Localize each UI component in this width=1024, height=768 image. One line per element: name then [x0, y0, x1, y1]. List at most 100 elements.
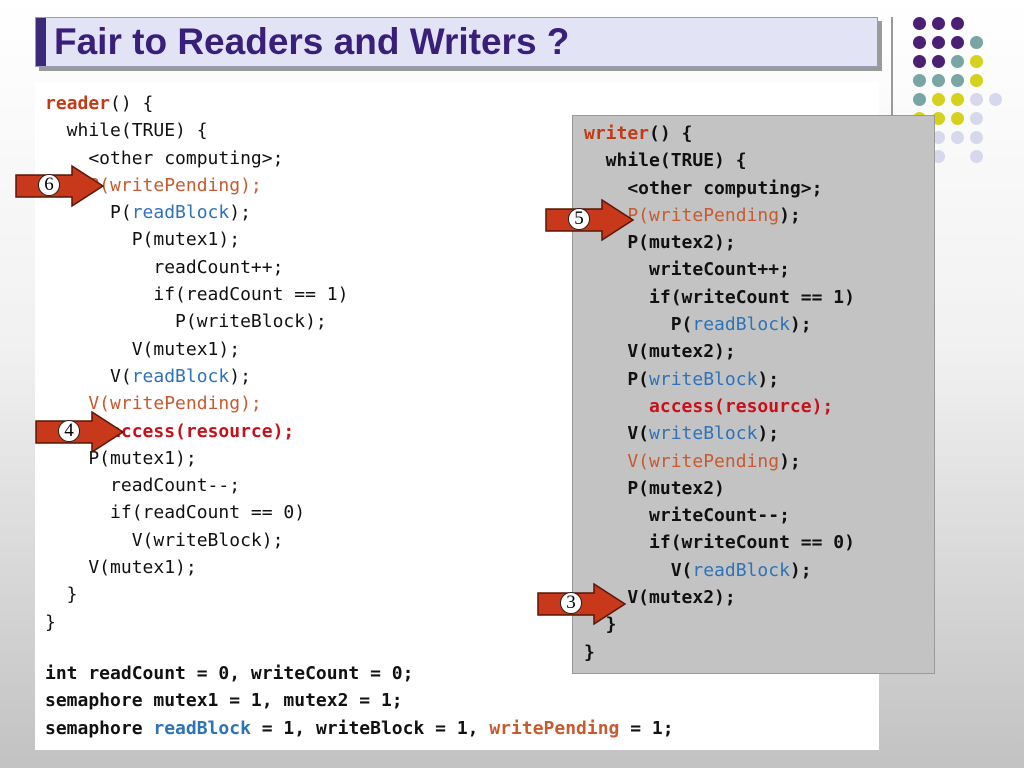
decorative-dot — [913, 36, 926, 49]
code-line: <other computing>; — [584, 177, 823, 199]
code-line: P(readBlock); — [45, 202, 251, 223]
marker-6: 6 — [14, 164, 106, 208]
code-fragment: ); — [757, 368, 780, 390]
code-indent — [584, 396, 649, 417]
code-line: P(mutex1); — [45, 447, 197, 469]
title-bar: Fair to Readers and Writers ? — [35, 17, 878, 67]
code-line: writeCount++; — [584, 259, 790, 281]
code-line: V(writeBlock); — [45, 529, 284, 551]
code-line: } — [45, 611, 56, 633]
writer-function-name: writer — [584, 123, 650, 144]
code-fragment: P( — [45, 202, 132, 224]
code-fragment: P( — [584, 314, 693, 336]
semaphore-write-pending: writePending — [110, 393, 241, 415]
marker-number: 4 — [58, 420, 80, 442]
code-fragment: ); — [779, 204, 801, 226]
decorative-dot — [913, 17, 926, 30]
code-line: if(readCount == 0) — [45, 502, 306, 524]
code-line: if(writeCount == 0) — [584, 532, 855, 554]
right-arrow-icon — [35, 410, 125, 454]
decorative-dot — [970, 36, 983, 49]
marker-5: 5 — [544, 198, 636, 242]
right-arrow-icon — [545, 198, 635, 242]
code-line: V(readBlock); — [584, 560, 812, 581]
decorative-dot — [932, 36, 945, 49]
decorative-dot — [970, 131, 983, 144]
decorative-dot — [913, 74, 926, 87]
code-line: V(writeBlock); — [584, 423, 779, 444]
decorative-dot — [913, 93, 926, 106]
code-fragment: ); — [779, 450, 801, 472]
decorative-dot — [970, 93, 983, 106]
marker-number: 5 — [568, 208, 590, 230]
code-line: () { — [649, 123, 693, 144]
writer-code-panel: writer() { while(TRUE) { <other computin… — [572, 115, 935, 674]
code-fragment: ); — [229, 365, 251, 387]
code-fragment: V( — [45, 393, 111, 415]
decorative-dot — [932, 131, 945, 144]
code-line: readCount++; — [45, 256, 284, 278]
decorative-dot — [970, 150, 983, 163]
code-line: P(mutex1); — [45, 229, 241, 251]
code-fragment: ); — [240, 393, 262, 415]
semaphore-write-block: writeBlock — [649, 368, 758, 390]
decorative-dot — [951, 74, 964, 87]
code-fragment: ); — [229, 202, 251, 224]
marker-number: 3 — [560, 592, 582, 614]
code-fragment: ); — [240, 174, 262, 196]
marker-number: 6 — [38, 174, 60, 196]
declaration-line: semaphore mutex1 = 1, mutex2 = 1; — [45, 690, 403, 712]
divider-line — [891, 17, 893, 157]
code-line: } — [584, 614, 617, 636]
code-fragment: = 1, writeBlock = 1, — [250, 717, 490, 739]
code-line: access(resource); — [584, 396, 833, 417]
access-resource-call: access(resource); — [649, 395, 834, 417]
decorative-dot — [932, 112, 945, 125]
decorative-dot — [932, 93, 945, 106]
slide-title: Fair to Readers and Writers ? — [54, 21, 570, 62]
code-line: access(resource); — [45, 421, 294, 442]
code-fragment: V( — [584, 559, 693, 581]
code-line: V(writePending); — [45, 393, 262, 415]
reader-function-name: reader — [45, 93, 111, 114]
marker-3: 3 — [536, 582, 628, 626]
declarations-block: int readCount = 0, writeCount = 0; semap… — [45, 660, 674, 742]
code-fragment: P( — [584, 368, 650, 390]
code-line: while(TRUE) { — [584, 150, 747, 172]
declaration-line: semaphore readBlock = 1, writeBlock = 1,… — [45, 718, 674, 739]
decorative-dot — [951, 112, 964, 125]
semaphore-write-pending: writePending — [649, 204, 780, 226]
code-line: <other computing>; — [45, 147, 284, 169]
code-fragment: ); — [789, 314, 812, 336]
reader-code-block: reader() { while(TRUE) { <other computin… — [45, 90, 348, 636]
decorative-dot — [932, 55, 945, 68]
code-fragment: V( — [584, 423, 650, 445]
code-line: P(readBlock); — [584, 314, 812, 335]
decorative-dot — [913, 55, 926, 68]
decorative-dot — [970, 112, 983, 125]
code-line: V(mutex2); — [584, 587, 736, 609]
code-line: writeCount--; — [584, 505, 790, 527]
code-line: } — [45, 584, 78, 606]
code-fragment: V( — [45, 365, 132, 387]
access-resource-call: access(resource); — [110, 420, 295, 442]
code-line: P(mutex2) — [584, 477, 725, 499]
decorative-dot — [932, 17, 945, 30]
decorative-dot — [932, 74, 945, 87]
marker-4: 4 — [34, 410, 126, 454]
code-fragment: semaphore — [45, 717, 154, 739]
decorative-dot — [951, 93, 964, 106]
code-line: } — [584, 641, 595, 663]
decorative-dot — [951, 36, 964, 49]
code-line: if(writeCount == 1) — [584, 286, 855, 308]
semaphore-read-block: readBlock — [692, 314, 790, 336]
code-line: readCount--; — [45, 475, 241, 497]
right-arrow-icon — [537, 582, 627, 626]
code-line: while(TRUE) { — [45, 120, 208, 142]
decorative-dot — [970, 74, 983, 87]
code-line: V(writePending); — [584, 450, 801, 472]
writer-code-block: writer() { while(TRUE) { <other computin… — [584, 120, 855, 666]
code-line: P(writeBlock); — [584, 369, 779, 390]
semaphore-read-block: readBlock — [131, 365, 230, 387]
code-fragment: ); — [789, 559, 812, 581]
